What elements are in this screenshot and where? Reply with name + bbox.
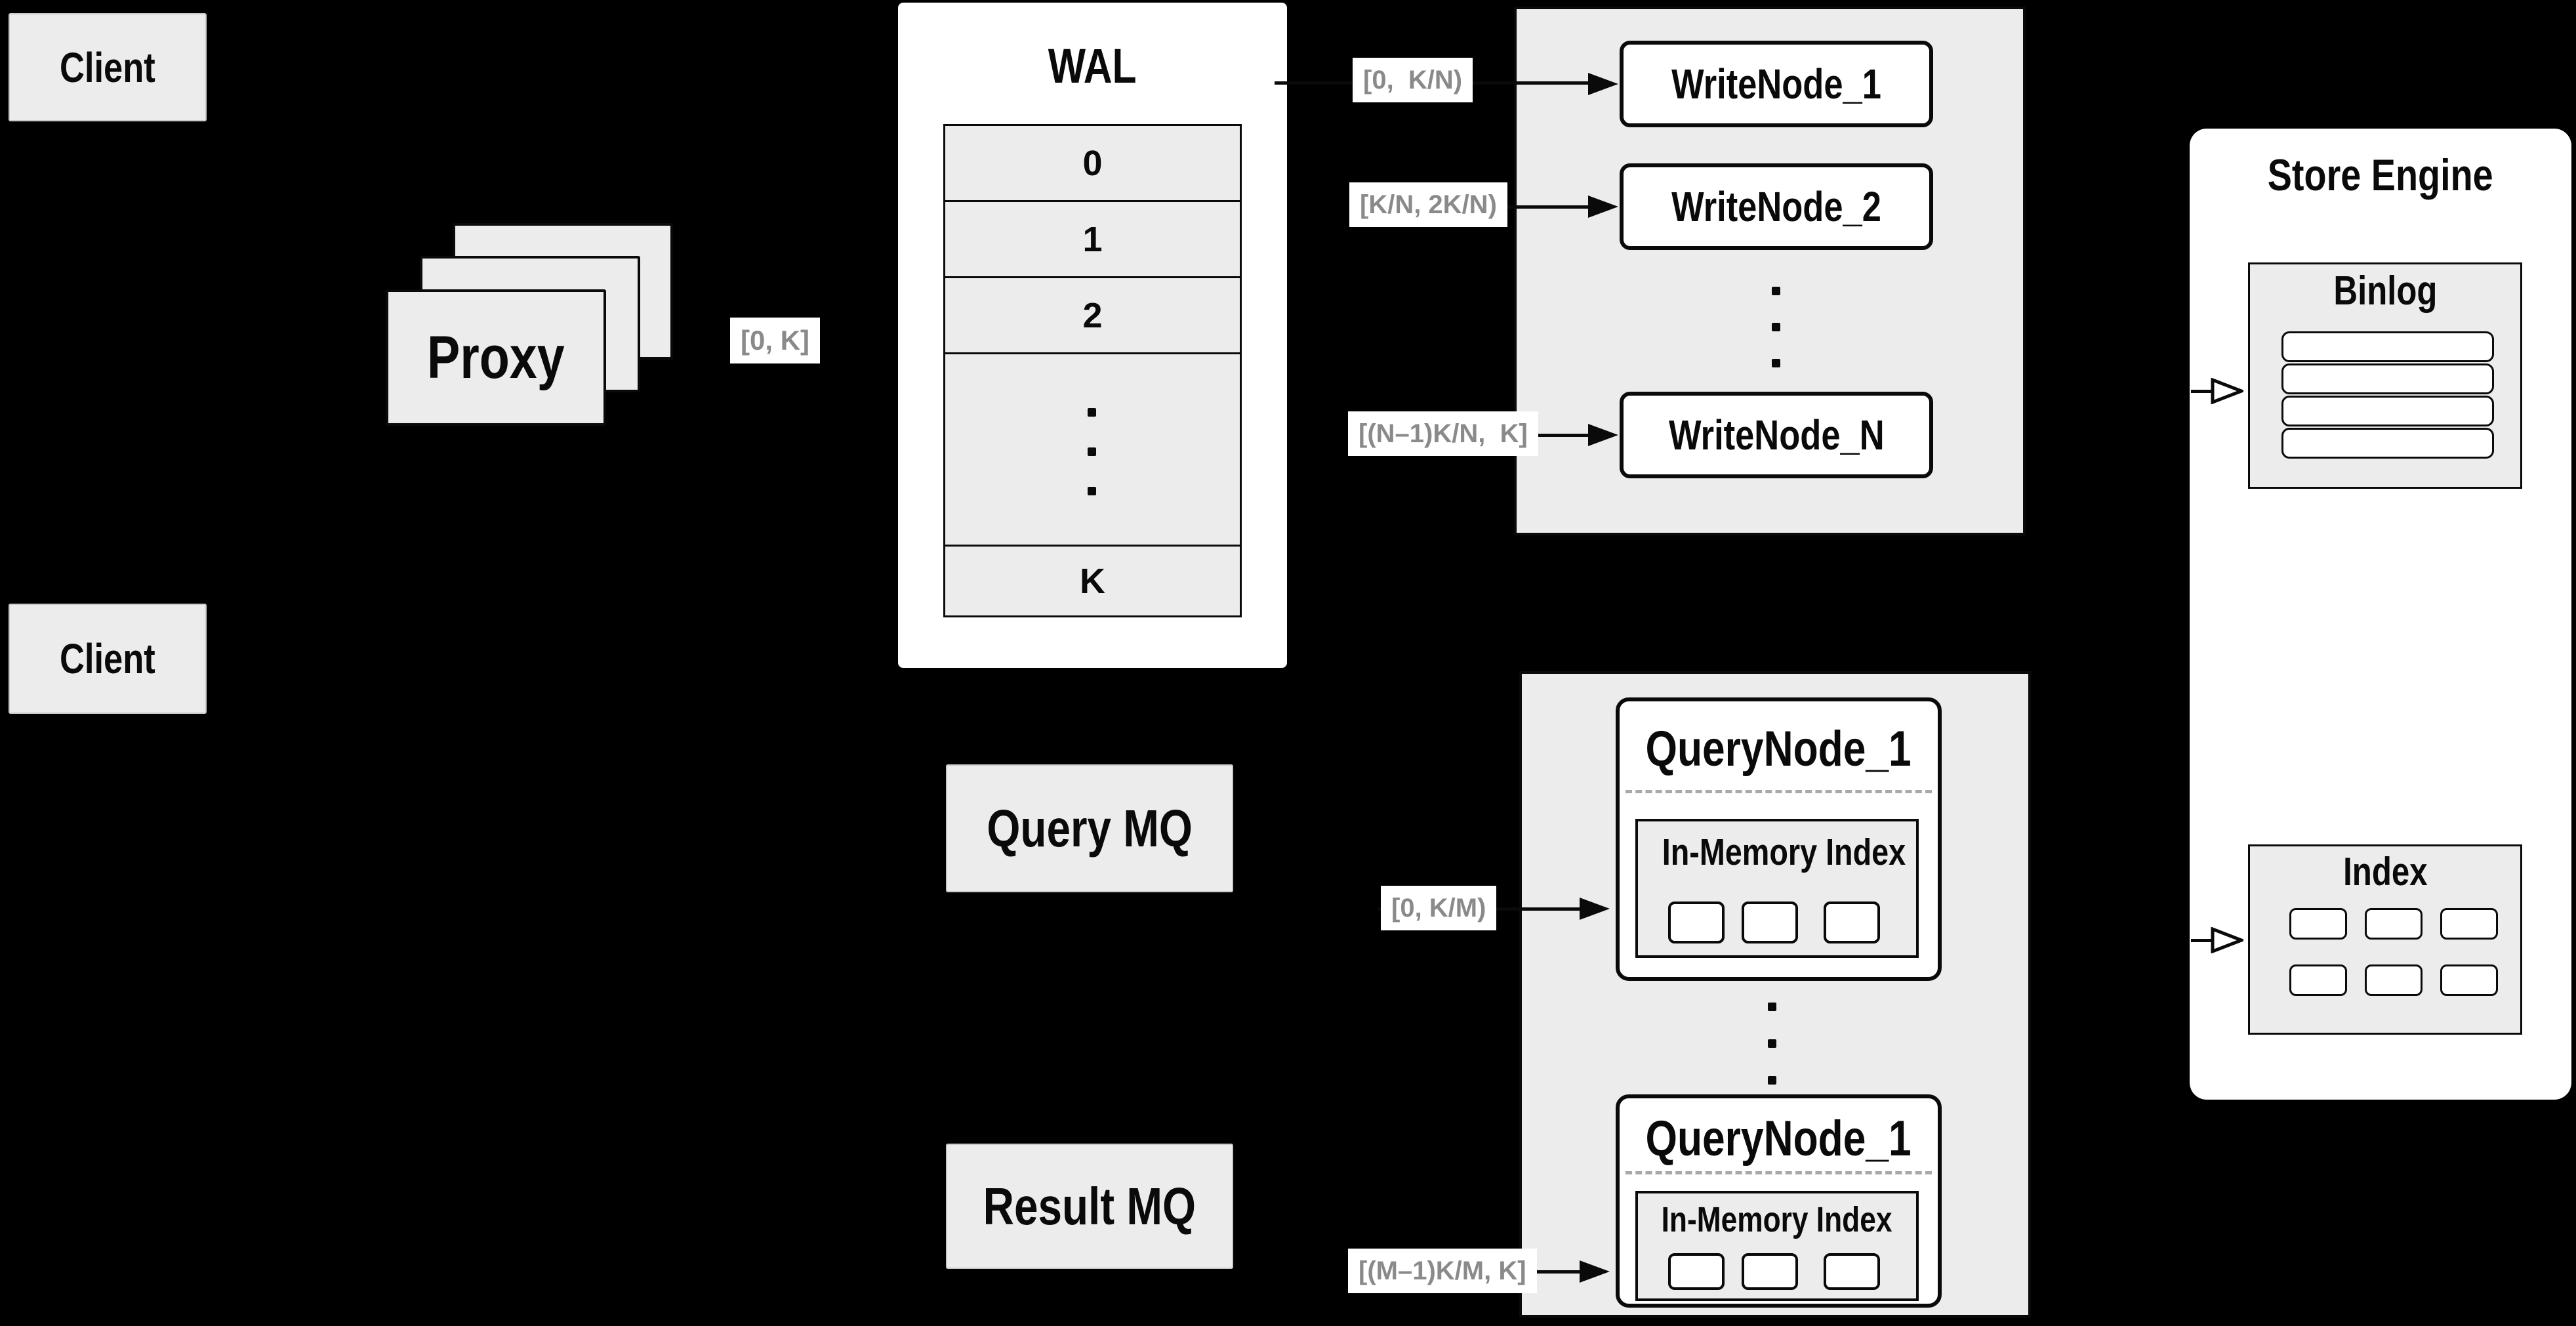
memory-segment xyxy=(1742,901,1798,943)
memory-segment xyxy=(1668,1253,1725,1290)
edge-label-query-1: [0, K/M) xyxy=(1381,886,1497,930)
write-node-2-label: WriteNode_2 xyxy=(1671,183,1881,230)
wal-segment-row: 2 xyxy=(945,278,1240,354)
in-memory-index-1-label: In-Memory Index xyxy=(1662,831,1906,873)
vertical-ellipsis-dot xyxy=(1088,408,1096,417)
client-top-box: Client xyxy=(9,13,207,121)
index-segment xyxy=(2440,908,2498,940)
index-segment xyxy=(2365,908,2423,940)
vertical-ellipsis-dot xyxy=(1088,487,1096,495)
result-mq-label: Result MQ xyxy=(983,1176,1196,1235)
edge-label-write-n: [(N–1)K/N, K] xyxy=(1348,411,1538,456)
edge-label-write-1: [0, K/N) xyxy=(1353,58,1473,102)
index-title: Index xyxy=(2342,850,2428,894)
write-node-1-box: WriteNode_1 xyxy=(1620,41,1933,127)
vertical-ellipsis-dot xyxy=(1768,1039,1776,1048)
binlog-title: Binlog xyxy=(2333,268,2438,314)
client-bottom-label: Client xyxy=(60,635,155,682)
divider xyxy=(1625,1171,1932,1174)
wal-segment-row: 1 xyxy=(945,202,1240,278)
wal-segment-ellipsis-row xyxy=(945,354,1240,547)
wal-segment-0: 0 xyxy=(1082,143,1103,183)
vertical-ellipsis-dot xyxy=(1772,359,1780,367)
arrowhead-icon xyxy=(1588,424,1618,446)
arrow-line xyxy=(2191,939,2212,942)
vertical-ellipsis-dot xyxy=(1772,323,1780,331)
write-node-n-box: WriteNode_N xyxy=(1620,392,1933,478)
vertical-ellipsis-dot xyxy=(1768,1076,1776,1085)
query-mq-box: Query MQ xyxy=(946,764,1233,892)
wal-title: WAL xyxy=(1048,39,1137,93)
binlog-segment xyxy=(2281,363,2494,394)
wal-segment-row: 0 xyxy=(945,126,1240,202)
edge-label-write-2: [K/N, 2K/N) xyxy=(1349,182,1507,227)
store-engine-title: Store Engine xyxy=(2268,150,2493,200)
index-segment xyxy=(2289,908,2347,940)
arrowhead-icon xyxy=(1580,898,1610,920)
arrow-line xyxy=(2191,390,2212,393)
index-segment xyxy=(2365,964,2423,996)
memory-segment xyxy=(1668,901,1725,943)
result-mq-box: Result MQ xyxy=(946,1144,1233,1269)
in-memory-index-2-label: In-Memory Index xyxy=(1662,1200,1892,1239)
binlog-segment xyxy=(2281,331,2494,362)
memory-segment xyxy=(1742,1253,1798,1290)
wal-segment-table: 0 1 2 K xyxy=(943,124,1242,617)
binlog-segment xyxy=(2281,396,2494,426)
binlog-segment xyxy=(2281,428,2494,459)
vertical-ellipsis-dot xyxy=(1088,447,1096,456)
wal-segment-2: 2 xyxy=(1082,295,1103,335)
wal-segment-k: K xyxy=(1080,561,1105,601)
write-node-1-label: WriteNode_1 xyxy=(1671,60,1881,108)
index-segment xyxy=(2289,964,2347,996)
vertical-ellipsis-dot xyxy=(1772,287,1780,295)
client-bottom-box: Client xyxy=(9,604,207,714)
vertical-ellipsis-dot xyxy=(1768,1003,1776,1011)
edge-label-query-m: [(M–1)K/M, K] xyxy=(1348,1249,1537,1293)
arrowhead-icon xyxy=(1588,73,1618,95)
memory-segment xyxy=(1824,901,1880,943)
open-arrowhead-icon xyxy=(2211,378,2243,404)
index-segment xyxy=(2440,964,2498,996)
proxy-label: Proxy xyxy=(427,323,565,391)
edge-label-proxy-out: [0, K] xyxy=(730,318,820,364)
index-box xyxy=(2248,844,2522,1035)
proxy-box: Proxy xyxy=(386,289,606,426)
arrowhead-icon xyxy=(1588,196,1618,218)
query-node-2-label: QueryNode_1 xyxy=(1645,1111,1912,1167)
wal-segment-row: K xyxy=(945,547,1240,615)
memory-segment xyxy=(1824,1253,1880,1290)
divider xyxy=(1625,790,1932,793)
open-arrowhead-icon xyxy=(2211,927,2243,953)
query-node-1-label: QueryNode_1 xyxy=(1645,721,1912,777)
wal-segment-1: 1 xyxy=(1082,219,1103,259)
write-node-2-box: WriteNode_2 xyxy=(1620,163,1933,250)
arrowhead-icon xyxy=(1580,1260,1610,1283)
query-mq-label: Query MQ xyxy=(987,798,1193,858)
write-node-n-label: WriteNode_N xyxy=(1668,411,1885,459)
client-top-label: Client xyxy=(60,43,155,91)
